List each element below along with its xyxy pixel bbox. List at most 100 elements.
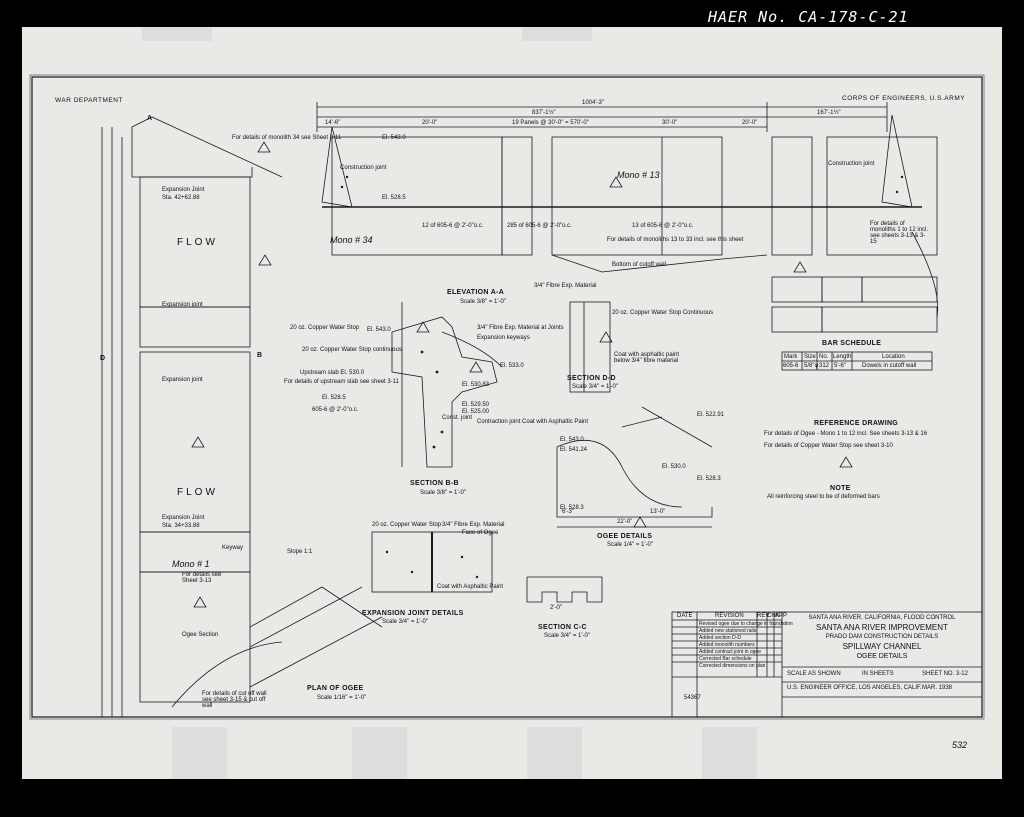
rev-h-date: DATE xyxy=(677,613,693,619)
bb-note-13: El. 529.50 xyxy=(462,402,490,408)
rev-row-3: Added section D-D xyxy=(699,635,741,641)
dd-note-3: Coat with asphaltic paint below 3/4" fib… xyxy=(614,352,680,364)
plan-ogee-title: PLAN OF OGEE xyxy=(307,685,364,692)
title-office: U.S. ENGINEER OFFICE, LOS ANGELES, CALIF… xyxy=(787,685,922,691)
tape-bottom-3 xyxy=(527,727,582,779)
keyway-label: Keyway xyxy=(222,545,244,551)
ogee-el-1: El. 543.0 xyxy=(560,437,584,443)
mono-note: For details of monoliths 13 to 33 incl. … xyxy=(607,237,744,243)
rev-row-5: Added contract joint in ogee xyxy=(699,649,761,655)
tape-bottom-1 xyxy=(172,727,227,779)
mono-1: Mono # 1 xyxy=(172,559,210,569)
expansion-joint-2: Expansion joint xyxy=(162,302,203,308)
ogee-d3: 22'-0" xyxy=(617,519,633,525)
header-left: WAR DEPARTMENT xyxy=(55,97,123,104)
note-title: NOTE xyxy=(830,485,851,492)
elevation-aa-scale: Scale 3/8" = 1'-0" xyxy=(460,299,506,305)
header-right: CORPS OF ENGINEERS, U.S.ARMY xyxy=(842,95,966,102)
flow-label-1: FLOW xyxy=(177,237,218,248)
rev-row-7: Corrected dimensions on plan xyxy=(699,663,766,669)
section-cc-title: SECTION C-C xyxy=(538,624,587,631)
section-mark-d: D xyxy=(100,355,106,362)
note-text: All reinforcing steel to be of deformed … xyxy=(767,494,880,500)
title-sheet-no: SHEET NO. 3-12 xyxy=(922,671,968,677)
mono-1-note: For details see Sheet 3-13 xyxy=(182,572,222,584)
section-dd-scale: Scale 3/4" = 1'-0" xyxy=(572,384,618,390)
margin-number: 532 xyxy=(952,740,968,750)
bar-r-mark: 605-6 xyxy=(783,363,799,369)
rev-h-rev: REV xyxy=(757,613,770,619)
title-line-5: OGEE DETAILS xyxy=(856,653,908,660)
el-mid: El. 528.5 xyxy=(382,195,406,201)
reference-line-1: For details of Ogee - Mono 1 to 12 incl.… xyxy=(764,431,928,437)
expansion-joint-1: Expansion Joint xyxy=(162,187,205,193)
flow-label-2: FLOW xyxy=(177,487,218,498)
title-scale: SCALE AS SHOWN xyxy=(787,671,841,677)
ogee-el-5: El. 522.91 xyxy=(697,412,725,418)
ej-note-1: 20 oz. Copper Water Stop xyxy=(372,522,442,528)
construction-joint-label: Construction joint xyxy=(340,165,387,171)
bb-note-11: El. 543.0 xyxy=(367,327,391,333)
ogee-d1: 6'-3" xyxy=(562,509,574,515)
reference-title: REFERENCE DRAWING xyxy=(814,420,899,427)
section-cc-scale: Scale 3/4" = 1'-0" xyxy=(544,633,590,639)
dim-seg-b: 167'-1½" xyxy=(817,110,841,116)
dd-note-1: 3/4" Fibre Exp. Material xyxy=(534,283,597,289)
rev-row-2: Added new stationed rails xyxy=(699,628,757,634)
dd-note-2: 20 oz. Copper Water Stop Continuous xyxy=(612,310,714,316)
ej-title: EXPANSION JOINT DETAILS xyxy=(362,610,464,617)
ogee-el-6: El. 530.0 xyxy=(662,464,686,470)
tape-top-1 xyxy=(142,27,212,41)
slope-label: Slope 1:1 xyxy=(287,549,313,555)
bar-r-length: 5'-6" xyxy=(834,363,846,369)
station-1: Sta. 42+62.88 xyxy=(162,195,200,201)
plan-ogee-scale: Scale 1/16" = 1'-0" xyxy=(317,695,367,701)
expansion-joint-3: Expansion joint xyxy=(162,377,203,383)
dim-d1: 14'-6" xyxy=(325,120,341,126)
rebar-1: 12 of 605-6 @ 2'-0"o.c. xyxy=(422,223,484,229)
dim-total: 1004'-3" xyxy=(582,100,604,106)
monolith-note: For details of monolith 34 see Sheet 3-1… xyxy=(232,135,342,141)
ej-scale: Scale 3/4" = 1'-0" xyxy=(382,619,428,625)
station-2: Sta. 34+33.88 xyxy=(162,523,200,529)
dim-d3: 30'-0" xyxy=(662,120,678,126)
ej-note-3: Face of Ogee xyxy=(462,530,499,536)
ogee-section-label: Ogee Section xyxy=(182,632,219,638)
tape-bottom-4 xyxy=(702,727,757,779)
bb-note-10: Const. joint xyxy=(442,415,473,421)
elevation-aa-title: ELEVATION A-A xyxy=(447,289,505,296)
rev-row-4: Added monolith numbers xyxy=(699,642,755,648)
bb-note-5: El. 528.5 xyxy=(322,395,346,401)
title-line-3: PRADO DAM CONSTRUCTION DETAILS xyxy=(825,634,939,640)
rebar-2: 285 of 605-6 @ 2'-0"o.c. xyxy=(507,223,572,229)
ogee-title: OGEE DETAILS xyxy=(597,533,653,540)
bb-note-4: For details of upstream slab see sheet 3… xyxy=(284,379,399,385)
drawing-sheet: WAR DEPARTMENT CORPS OF ENGINEERS, U.S.A… xyxy=(22,27,1002,779)
bb-note-2: 20 oz. Copper Water Stop continuous xyxy=(302,347,402,353)
dim-d4: 20'-0" xyxy=(742,120,758,126)
bb-note-9: Contraction joint Coat with Asphaltic Pa… xyxy=(477,419,589,425)
dim-d2: 20'-0" xyxy=(422,120,438,126)
bar-schedule-title: BAR SCHEDULE xyxy=(822,340,882,347)
bb-note-6: 605-6 @ 2'-0"o.c. xyxy=(312,407,359,413)
bar-h-size: Size xyxy=(804,354,816,360)
haer-photo-label: HAER No. CA-178-C-21 xyxy=(708,8,909,26)
dim-seg-a: 837'-1½" xyxy=(532,110,556,116)
expansion-joint-4: Expansion Joint xyxy=(162,515,205,521)
section-mark-a: A xyxy=(147,115,153,122)
title-line-2: SANTA ANA RIVER IMPROVEMENT xyxy=(816,623,948,632)
title-line-1: SANTA ANA RIVER, CALIFORNIA, FLOOD CONTR… xyxy=(808,615,956,621)
title-date: MAR. 1938 xyxy=(922,685,953,691)
tape-top-2 xyxy=(522,27,592,41)
bar-r-no: 312 xyxy=(819,363,830,369)
bar-h-mark: Mark xyxy=(784,354,798,360)
ogee-el-3: El. 528.3 xyxy=(560,505,584,511)
bb-note-14: El. 525.00 xyxy=(462,409,490,415)
rev-h-revision: REVISION xyxy=(715,613,744,619)
bar-h-no: No. xyxy=(819,354,829,360)
bar-h-length: Length xyxy=(833,354,852,360)
rev-row-1: Revised ogee due to change in foundation xyxy=(699,621,793,627)
cut-note: For details of cut off wall see sheet 3-… xyxy=(202,691,267,709)
ogee-scale: Scale 1/4" = 1'-0" xyxy=(607,542,653,548)
ogee-d2: 13'-0" xyxy=(650,509,666,515)
